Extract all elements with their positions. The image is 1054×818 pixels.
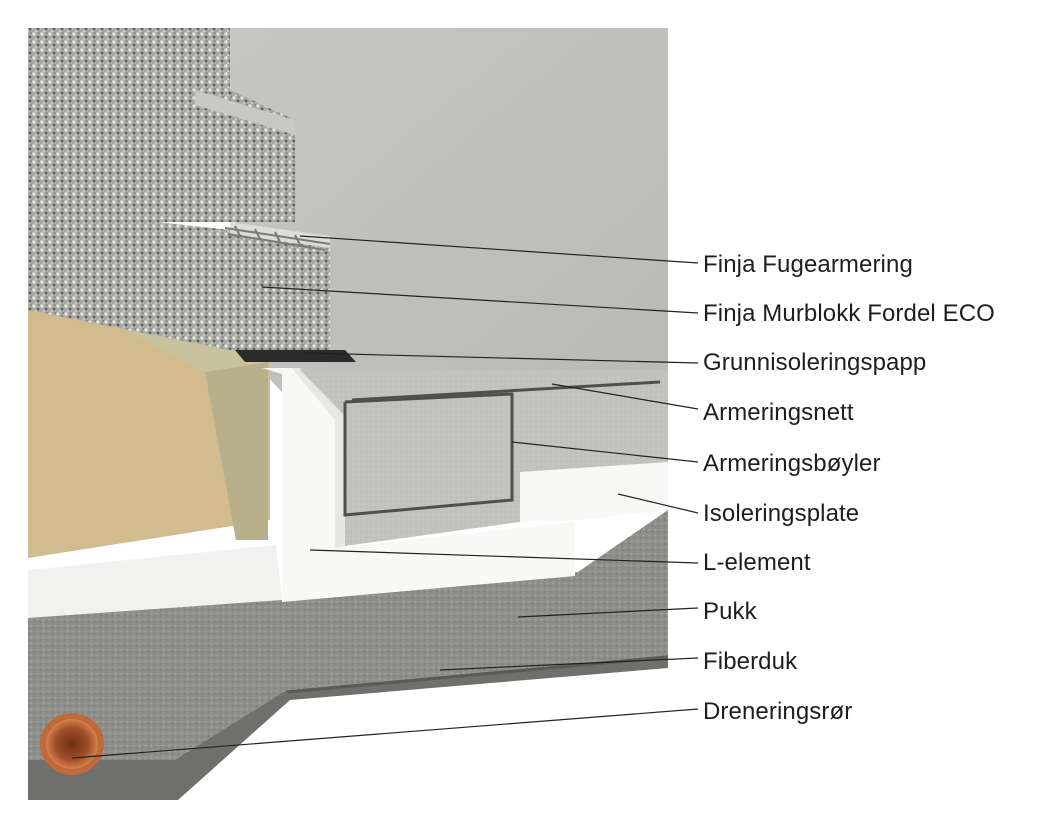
- label-finja-murblokk: Finja Murblokk Fordel ECO: [703, 300, 995, 327]
- label-pukk: Pukk: [703, 598, 757, 625]
- l-element-inner-face: [292, 368, 345, 548]
- label-l-element: L-element: [703, 549, 811, 576]
- label-dreneringsror: Dreneringsrør: [703, 698, 853, 725]
- label-armeringsboyler: Armeringsbøyler: [703, 450, 881, 477]
- gravel-lower-shadow: [28, 655, 668, 800]
- rebar-cage: [343, 380, 661, 517]
- slab-insulation-plate: [520, 462, 668, 522]
- block-wall: [28, 28, 330, 350]
- floor-slab-surface: [230, 28, 668, 392]
- ground-insulation-board: [28, 545, 282, 618]
- drain-pipe: [40, 713, 104, 775]
- label-grunnisoleringspapp: Grunnisoleringspapp: [703, 349, 927, 376]
- mineral-wool-edge: [205, 362, 268, 540]
- label-isoleringsplate: Isoleringsplate: [703, 500, 860, 527]
- l-element-shape: [262, 368, 575, 602]
- damp-proof-membrane: [235, 350, 356, 362]
- joint-reinforcement: [224, 225, 331, 251]
- leader-lines: [71, 235, 699, 759]
- label-finja-fugearmering: Finja Fugearmering: [703, 251, 913, 278]
- backfill-sand: [28, 250, 270, 558]
- label-fiberduk: Fiberduk: [703, 648, 798, 675]
- label-armeringsnett: Armeringsnett: [703, 399, 854, 426]
- foundation-concrete: [300, 370, 668, 546]
